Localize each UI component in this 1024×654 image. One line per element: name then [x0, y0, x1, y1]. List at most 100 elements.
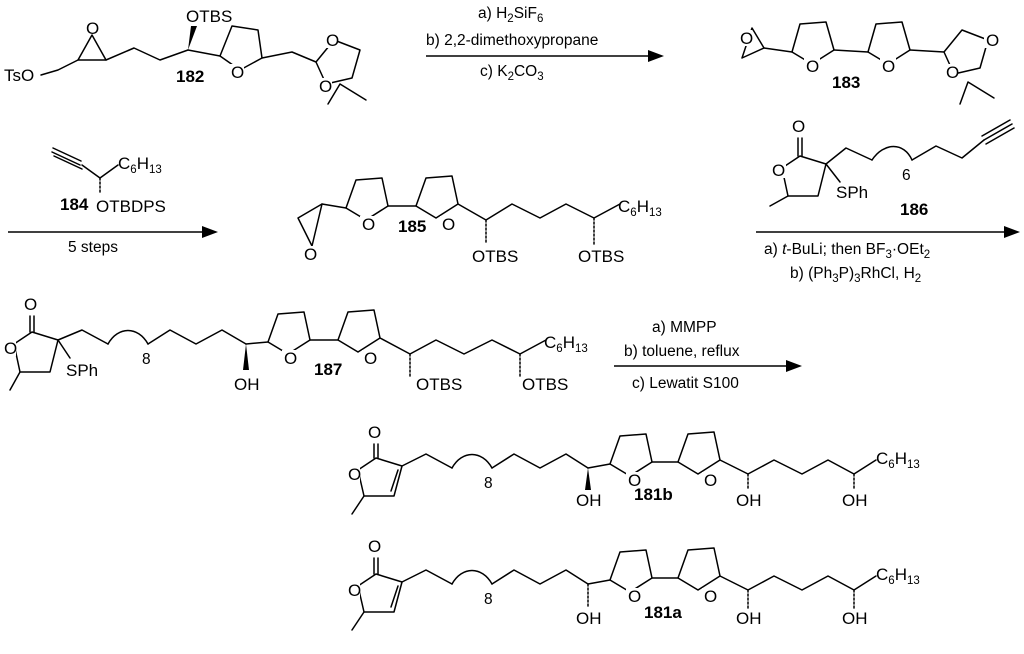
bond — [401, 453, 453, 469]
repeat-count: 8 — [484, 475, 493, 492]
methyl — [351, 495, 365, 515]
sph-label: SPh — [66, 361, 98, 380]
bond — [825, 163, 841, 183]
compound-183-label: 183 — [832, 73, 860, 92]
carbonyl-bond — [29, 315, 35, 333]
mask — [804, 58, 820, 74]
mask — [228, 64, 244, 80]
compound-181a-structure: O O 8 OH O O OH OH C6H13 181a — [346, 537, 920, 631]
chain — [147, 329, 247, 345]
otbs-label-1: OTBS — [416, 375, 462, 394]
dioxolane-o1: O — [986, 31, 999, 50]
mask — [366, 424, 380, 440]
chain — [911, 139, 985, 161]
reagent-1a: a) H2SiF6 — [478, 5, 543, 25]
thf-ring-2 — [337, 309, 381, 353]
oh-label-1: OH — [576, 609, 602, 628]
sph-label: SPh — [836, 183, 868, 202]
lactone-o: O — [4, 339, 17, 358]
mask — [702, 472, 718, 488]
wedge-bond — [243, 344, 249, 370]
bond — [825, 147, 873, 165]
methyl — [769, 195, 789, 207]
reagent-1b: b) 2,2-dimethoxypropane — [426, 32, 598, 49]
mask — [22, 296, 36, 312]
c6h13-label: C6H13 — [618, 197, 662, 219]
chain — [719, 575, 877, 591]
compound-186-label: 186 — [900, 200, 928, 219]
dioxolane-o2: O — [946, 63, 959, 82]
reaction-arrow-3: a) t-BuLi; then BF3·OEt2 b) (Ph3P)3RhCl,… — [756, 226, 1020, 285]
carbonyl-o: O — [24, 295, 37, 314]
mask — [770, 162, 786, 178]
butenolide-ring — [357, 573, 403, 613]
otbs-label: OTBS — [186, 7, 232, 26]
ring-double-bond — [390, 469, 399, 492]
mask — [984, 32, 998, 48]
otbs-label-2: OTBS — [578, 247, 624, 266]
mask — [738, 30, 752, 46]
reaction-arrow-4: a) MMPP b) toluene, reflux c) Lewatit S1… — [614, 319, 802, 392]
mask — [362, 350, 378, 366]
alkyne-bond — [51, 147, 83, 170]
lactone-o: O — [348, 581, 361, 600]
thf-ring-2 — [677, 431, 721, 475]
carbonyl-bond — [797, 137, 803, 157]
chain — [457, 203, 621, 221]
bond — [81, 164, 119, 179]
reaction-arrow-1: a) H2SiF6 b) 2,2-dimethoxypropane c) K2C… — [426, 5, 664, 83]
mask — [282, 350, 298, 366]
epoxide-o-label: O — [304, 245, 317, 264]
carbonyl-o: O — [368, 423, 381, 442]
compound-182-structure: TsO O OTBS O O O 182 — [4, 7, 367, 105]
bond — [587, 579, 611, 585]
mask — [440, 216, 456, 232]
gem-dimethyl — [327, 83, 367, 105]
oh-label-1: OH — [576, 491, 602, 510]
ring-double-bond — [390, 585, 399, 608]
reagent-4a: a) MMPP — [652, 319, 717, 336]
bond — [105, 47, 189, 61]
thf-o-2: O — [882, 57, 895, 76]
c6h13-label: C6H13 — [544, 333, 588, 355]
epoxide-ring — [77, 34, 107, 61]
carbonyl-o: O — [792, 117, 805, 136]
c6h13-label: C6H13 — [876, 565, 920, 587]
bond — [187, 49, 221, 57]
lactone-ring — [13, 331, 59, 373]
bond — [763, 47, 793, 53]
mask — [318, 78, 332, 92]
bond — [401, 569, 453, 585]
thf-ring-1 — [345, 177, 389, 221]
c6h13-label: C6H13 — [876, 449, 920, 471]
lactone-o: O — [772, 161, 785, 180]
carbonyl-bond — [373, 557, 379, 575]
reagent-4c: c) Lewatit S100 — [632, 375, 739, 392]
repeat-bracket — [451, 569, 493, 585]
thf-o-label: O — [231, 63, 244, 82]
thf-o-1: O — [628, 587, 641, 606]
bond — [57, 339, 71, 359]
oh-label-3: OH — [842, 491, 868, 510]
mask — [626, 588, 642, 604]
thf-o-1: O — [806, 57, 819, 76]
bond — [261, 51, 317, 63]
thf-ring-1 — [609, 549, 653, 593]
mask — [366, 538, 380, 554]
compound-181a-label: 181a — [644, 603, 682, 622]
otbs-label-2: OTBS — [522, 375, 568, 394]
thf-o-2: O — [704, 471, 717, 490]
carbonyl-bond — [373, 443, 379, 459]
thf-ring-2 — [677, 547, 721, 591]
reagent-3a: a) t-BuLi; then BF3·OEt2 — [764, 241, 930, 261]
methyl — [9, 371, 21, 391]
repeat-count: 8 — [484, 591, 493, 608]
dioxolane-o1: O — [326, 31, 339, 50]
bond — [587, 463, 611, 469]
lactone-o: O — [348, 465, 361, 484]
thf-ring-2 — [415, 175, 459, 219]
oh-label-3: OH — [842, 609, 868, 628]
bond — [321, 203, 347, 209]
thf-ring-1 — [609, 433, 653, 477]
repeat-count: 8 — [142, 351, 151, 368]
